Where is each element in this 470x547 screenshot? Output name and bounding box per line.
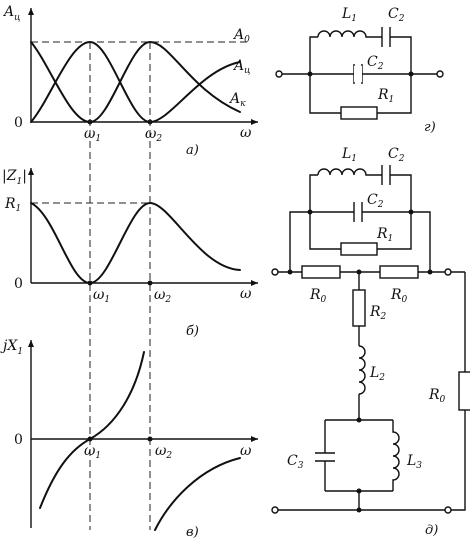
plot-c-tick1-label: ω1	[84, 443, 101, 461]
circuit-g-label-r1: R1	[377, 87, 394, 105]
plot-a: Aц 0 ω ω1 ω2 A0 Aц Aк а)	[2, 4, 258, 158]
circuit-d-inductor-l1	[317, 168, 382, 176]
circuit-d-node-tank-top	[356, 417, 362, 423]
circuit-d: L1 C2 C2 R1 R0 R0 R0 R2 L2 C3 L3 д)	[271, 146, 470, 538]
plot-c-tick2-dot	[147, 436, 153, 442]
circuit-d-r1-branch-wire	[309, 212, 412, 250]
circuit-g-caption: г)	[424, 120, 436, 135]
circuit-d-node-bottom	[356, 507, 362, 513]
curve-c-x1-branch2	[154, 457, 241, 531]
plot-b-tick1-dot	[87, 280, 93, 286]
circuit-g-label-l1: L1	[341, 6, 357, 24]
circuit-g-top-branch-wire	[309, 36, 412, 74]
plot-b-y-label: |Z1|	[2, 168, 27, 187]
plot-a-caption: а)	[186, 143, 199, 158]
curve-a-k	[30, 40, 241, 124]
circuit-d-inductor-l2	[358, 345, 366, 395]
plot-a-x-label: ω	[240, 125, 252, 141]
plot-b-tick2-label: ω2	[154, 287, 171, 305]
plot-b: |Z1| R1 0 ω ω1 ω2 б)	[2, 168, 258, 339]
plot-b-origin: 0	[14, 276, 23, 292]
plot-a-y-label: Aц	[2, 4, 20, 23]
circuit-d-label-r0c: R0	[428, 387, 446, 405]
circuit-d-label-l1: L1	[341, 146, 357, 164]
plot-b-tick1-label: ω1	[93, 287, 110, 305]
plot-c-caption: в)	[186, 525, 199, 540]
circuit-d-node-b	[408, 209, 414, 215]
circuit-d-node-tank-bottom	[356, 488, 362, 494]
circuit-g-node-right	[408, 71, 414, 77]
circuit-g-terminal-right	[436, 70, 444, 78]
circuit-d-terminal-top-right	[444, 268, 452, 276]
circuit-d-right-leg-wire	[455, 272, 466, 511]
plot-c-origin: 0	[14, 432, 23, 448]
plot-c-tick1-dot	[87, 436, 93, 442]
circuit-d-resistor-r0c	[458, 371, 470, 411]
circuit-d-label-r0b: R0	[390, 287, 408, 305]
circuit-d-label-l3: L3	[406, 453, 422, 471]
circuit-d-terminal-top-left	[271, 268, 279, 276]
circuit-d-label-l2: L2	[369, 365, 385, 383]
circuit-g-cap-c2b-gap	[354, 66, 362, 82]
plot-a-tick1-label: ω1	[84, 126, 101, 144]
circuit-g-terminal-left	[275, 70, 283, 78]
circuit-d-inductor-l3	[392, 420, 400, 491]
curve-b-z1	[30, 201, 241, 285]
circuit-d-terminal-bottom-left	[271, 506, 279, 514]
circuit-d-resistor-r0a	[301, 265, 341, 279]
plot-c: jX1 0 ω ω1 ω2 в)	[0, 338, 258, 540]
circuit-d-terminal-bottom-right	[444, 506, 452, 514]
circuit-d-label-c2b: C2	[367, 192, 384, 210]
circuit-g-node-left	[307, 71, 313, 77]
circuit-d-node-a	[307, 209, 313, 215]
plot-b-level-label: R1	[4, 196, 21, 214]
plot-a-label-ak: Aк	[228, 91, 246, 109]
circuit-d-label-r0a: R0	[309, 287, 327, 305]
circuit-d-outer-left-wire	[289, 211, 310, 272]
circuit-d-resistor-r0b	[379, 265, 419, 279]
circuit-d-top-branch-wire	[309, 174, 412, 212]
circuit-d-outer-right-wire	[411, 211, 431, 272]
plot-a-tick2-label: ω2	[145, 126, 162, 144]
circuit-d-resistor-r2	[352, 289, 366, 327]
plot-b-x-label: ω	[240, 286, 252, 302]
circuit-d-cap-c2b-gap	[354, 204, 362, 220]
plot-b-tick2-dot	[147, 280, 153, 286]
circuit-d-label-c3: C3	[287, 453, 304, 471]
plot-c-y-label: jX1	[0, 338, 23, 357]
curve-c-x1-branch1	[39, 351, 145, 509]
circuit-d-label-r1: R1	[376, 226, 393, 244]
plot-a-label-a0: A0	[232, 27, 250, 45]
circuit-g-inductor-l1	[317, 30, 382, 38]
plot-c-x-label: ω	[240, 443, 252, 459]
circuit-d-caption: д)	[425, 523, 438, 538]
circuit-g-resistor-r1	[340, 106, 378, 120]
circuit-d-label-c2: C2	[388, 146, 405, 164]
plot-a-label-ac: Aц	[232, 58, 250, 76]
plot-c-tick2-label: ω2	[155, 443, 172, 461]
circuit-g-bottom-branch-wire	[309, 74, 412, 114]
circuit-d-resistor-r1	[340, 242, 378, 256]
circuit-g-label-c2b: C2	[367, 54, 384, 72]
circuit-g: L1 C2 C2 R1 г)	[275, 6, 444, 135]
circuit-g-label-c2: C2	[388, 6, 405, 24]
curve-a-c	[30, 40, 241, 124]
plot-a-origin: 0	[14, 115, 23, 131]
circuit-d-label-r2: R2	[369, 304, 387, 322]
plot-b-caption: б)	[186, 324, 199, 339]
